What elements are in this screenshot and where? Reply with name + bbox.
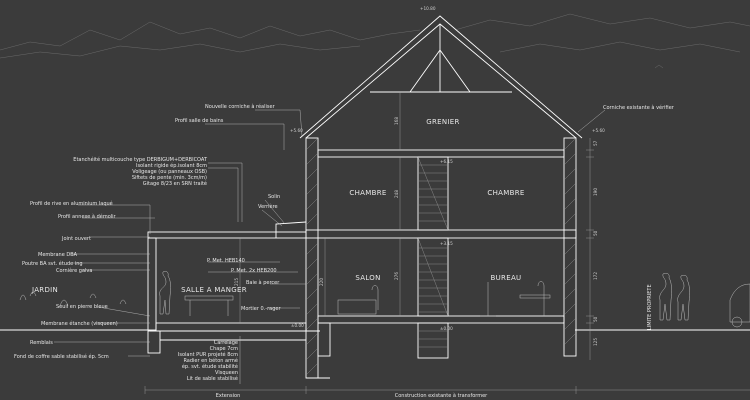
level-ground-left: ±0.00 bbox=[291, 323, 304, 328]
level-first-floor: +3.15 bbox=[440, 241, 453, 246]
dim-right-4: 172 bbox=[593, 272, 598, 280]
dim-right-1: 57 bbox=[593, 140, 598, 146]
note-etancheite-3: Voligeage (ou panneaux OSB) bbox=[132, 169, 207, 175]
note-corniche-existing: Corniche existante à vérifier bbox=[603, 104, 675, 111]
note-membrane-etanche: Membrane étanche (visqueen) bbox=[41, 320, 118, 327]
note-pmet2: P. Met. 2x HEB200 bbox=[231, 268, 277, 274]
level-eave-left: +5.60 bbox=[290, 128, 303, 133]
dim-first: 248 bbox=[394, 190, 399, 198]
slab-l4: Radier en béton armé bbox=[183, 357, 238, 364]
slab-l6: Visqueen bbox=[215, 370, 238, 376]
note-joint-ouvert: Joint ouvert bbox=[61, 236, 91, 242]
note-corniche-new: Nouvelle corniche à réaliser bbox=[205, 103, 276, 110]
room-chambre-left: CHAMBRE bbox=[349, 189, 386, 197]
level-markers: +10.80 +6.15 +3.15 ±0.00 +5.60 +5.60 ±0.… bbox=[290, 6, 605, 331]
room-jardin: JARDIN bbox=[31, 286, 58, 294]
slab-l5: ép. svt. étude stabilité bbox=[182, 363, 238, 370]
dimensions: 168 248 276 215 220 57 190 50 172 50 125 bbox=[234, 117, 598, 346]
furniture-people bbox=[19, 270, 750, 328]
dim-opening: 220 bbox=[319, 278, 324, 286]
dim-ground: 276 bbox=[394, 272, 399, 280]
dim-right-6: 125 bbox=[593, 338, 598, 346]
note-fond-coffre: Fond de coffre sable stabilisé ép. 5cm bbox=[14, 353, 109, 360]
dim-right-5: 50 bbox=[593, 316, 598, 322]
note-limite-propriete: LIMITE PROPRIETE bbox=[647, 284, 653, 330]
dim-extension: 215 bbox=[234, 278, 239, 286]
annotations-left: Nouvelle corniche à réaliser Profil sall… bbox=[14, 103, 281, 360]
bottom-extension: Extension bbox=[216, 393, 241, 399]
note-poutre-ba: Poutre BA svt. étude ing bbox=[22, 260, 83, 267]
note-etancheite-5: Gitage 8/23 en SRN traité bbox=[143, 180, 207, 187]
slab-l2: Chape 7cm bbox=[210, 346, 238, 352]
room-salle-a-manger: SALLE A MANGER bbox=[181, 286, 247, 294]
note-verriere: Verrière bbox=[258, 203, 278, 210]
slab-l7: Lit de sable stabilisé bbox=[187, 375, 238, 382]
level-eave-right: +5.60 bbox=[592, 128, 605, 133]
room-labels: GRENIER CHAMBRE CHAMBRE SALON BUREAU SAL… bbox=[31, 118, 524, 294]
room-bureau: BUREAU bbox=[491, 274, 522, 282]
note-etancheite-1: Etanchéité multicouche type DERBIGUM+DER… bbox=[73, 156, 208, 163]
note-profil-rive: Profil de rive en aluminium laqué bbox=[30, 200, 113, 207]
note-profil-sdb: Profil salle de bains bbox=[175, 118, 224, 124]
dim-right-3: 50 bbox=[593, 230, 598, 236]
main-house bbox=[299, 15, 583, 379]
note-etancheite-4: Siftets de pente (min. 3cm/m) bbox=[132, 175, 207, 181]
room-chambre-right: CHAMBRE bbox=[487, 189, 524, 197]
slab-l3: Isolant PUR projeté 8cm bbox=[178, 351, 238, 358]
note-etancheite-2: Isolant rigide ép.isolant 8cm bbox=[136, 162, 207, 169]
room-salon: SALON bbox=[355, 274, 380, 282]
slab-notes: Carrelage Chape 7cm Isolant PUR projeté … bbox=[178, 340, 238, 382]
wall-hatching bbox=[305, 137, 577, 376]
dimension-lines bbox=[144, 92, 750, 394]
note-corniere: Cornière galva bbox=[56, 267, 92, 274]
bottom-labels: Extension Construction existante à trans… bbox=[216, 392, 488, 399]
room-grenier: GRENIER bbox=[426, 118, 459, 126]
dim-right-2: 190 bbox=[593, 188, 598, 196]
level-top: +10.80 bbox=[420, 6, 436, 11]
ground-line bbox=[0, 329, 750, 332]
extension bbox=[147, 221, 307, 354]
background-landscape bbox=[0, 13, 750, 69]
annotations-right: Corniche existante à vérifier LIMITE PRO… bbox=[603, 104, 675, 330]
note-membrane-dba: Membrane DBA bbox=[38, 252, 78, 258]
note-solin: Solin bbox=[268, 194, 280, 200]
leader-lines bbox=[54, 109, 606, 384]
level-ground: ±0.00 bbox=[440, 326, 453, 331]
level-attic-floor: +6.15 bbox=[440, 159, 453, 164]
note-remblais: Remblais bbox=[30, 340, 53, 346]
note-seuil: Seuil en pierre bleue bbox=[56, 304, 108, 310]
note-mortier: Mortier 0.-rager bbox=[241, 306, 281, 312]
note-pmet1: P. Met. HEB140 bbox=[207, 258, 245, 264]
slab-l1: Carrelage bbox=[214, 340, 238, 346]
dim-attic: 168 bbox=[394, 117, 399, 125]
note-baie: Baie à percer bbox=[246, 279, 280, 286]
note-profil-annexe: Profil annexe à démolir bbox=[58, 213, 117, 220]
bottom-existing: Construction existante à transformer bbox=[395, 392, 488, 399]
